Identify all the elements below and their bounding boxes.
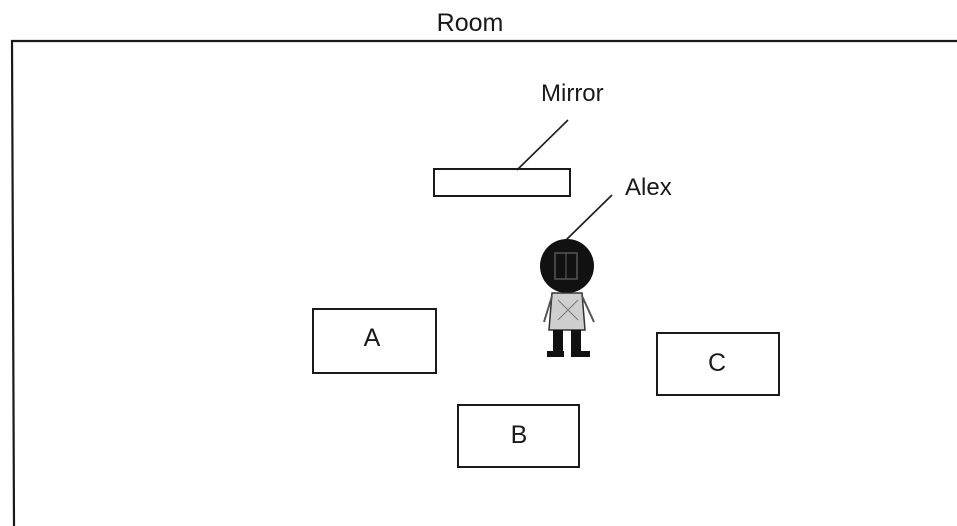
mirror-leader-line [516,119,569,171]
mirror-rect [433,168,571,197]
person-leader-line [565,194,613,241]
box-c-label: C [708,349,726,377]
box-c [656,332,780,396]
mirror-label: Mirror [541,80,604,107]
box-a [312,308,437,374]
box-b-label: B [511,421,528,449]
person-label: Alex [625,174,672,201]
box-b [457,404,580,468]
box-a-label: A [364,324,381,352]
room-title: Room [437,9,504,37]
room-outline [10,39,957,526]
person-figure [540,239,595,357]
